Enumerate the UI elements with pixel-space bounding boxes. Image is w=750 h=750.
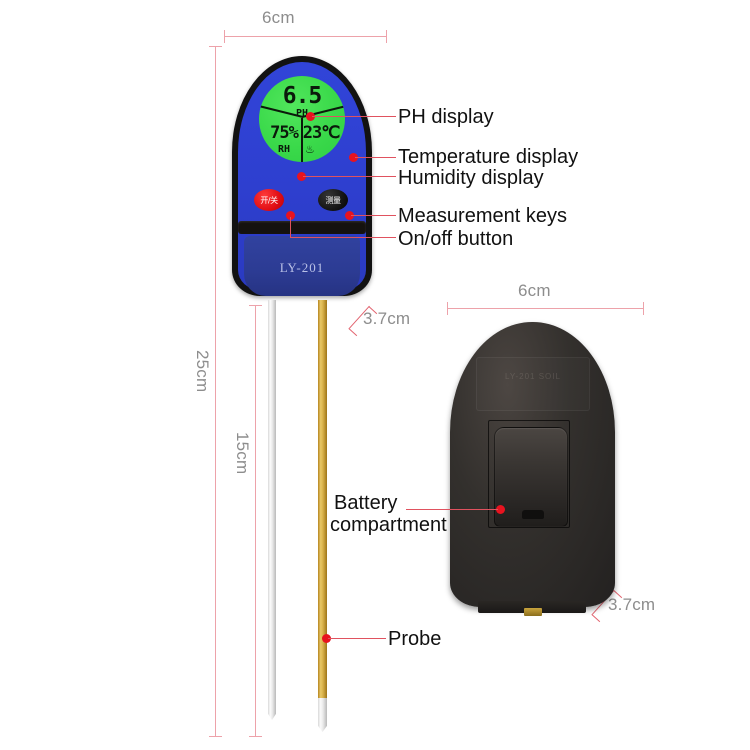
dimension-probe-length-label: 15cm	[233, 432, 252, 475]
dimension-cap	[591, 614, 601, 623]
temperature-value: 23℃	[302, 123, 341, 143]
battery-door-latch[interactable]	[521, 510, 544, 519]
callout-battery-line1: Battery	[334, 492, 398, 514]
callout-dot-battery	[496, 505, 505, 514]
dimension-cap	[209, 736, 222, 737]
power-button[interactable]: 开/关	[254, 189, 284, 211]
callout-dot-probe	[322, 634, 331, 643]
dimension-cap	[209, 46, 222, 47]
humidity-label: RH	[277, 144, 291, 155]
callout-leader-battery	[406, 509, 498, 511]
dimension-probe-length-line	[255, 305, 256, 736]
callout-leader-onoff-vertical	[290, 217, 292, 238]
dimension-back-width-label: 6cm	[518, 281, 551, 300]
probe-contact	[523, 608, 542, 616]
device-lower-face: LY-201	[244, 236, 360, 296]
probe-ferrule	[318, 698, 327, 718]
dimension-cap	[447, 302, 448, 315]
ph-value: 6.5	[282, 83, 323, 109]
dimension-front-width-line	[224, 36, 386, 37]
device-base	[478, 601, 586, 613]
lcd-divider-vertical	[301, 118, 303, 162]
callout-measurement-keys: Measurement keys	[398, 205, 567, 227]
callout-dot-ph	[306, 112, 315, 121]
callout-leader-measurement-keys	[351, 215, 396, 217]
measure-button[interactable]: 测量	[318, 189, 348, 211]
probe-gold	[318, 300, 327, 732]
callout-leader-probe	[328, 638, 386, 640]
dimension-back-depth-label: 3.7cm	[608, 595, 656, 614]
dimension-cap	[249, 305, 262, 306]
thermometer-icon: ♨	[305, 143, 315, 156]
callout-leader-ph	[312, 116, 396, 118]
ph-label: PH	[295, 108, 309, 119]
callout-humidity-display: Humidity display	[398, 167, 544, 189]
emboss-text: LY-201 SOIL	[505, 372, 561, 381]
callout-onoff-button: On/off button	[398, 228, 514, 250]
power-button-label: 开/关	[260, 195, 278, 205]
callout-dot-onoff	[286, 211, 295, 220]
probe-tip	[268, 704, 276, 720]
dimension-cap	[643, 302, 644, 315]
callout-dot-temperature	[349, 153, 358, 162]
probe-shaft	[268, 300, 276, 704]
lcd-display: 6.5 PH 75% RH 23℃ ♨	[259, 76, 345, 162]
callout-dot-measurement-keys	[345, 211, 354, 220]
battery-door-outline	[488, 420, 570, 528]
dimension-cap	[348, 328, 358, 337]
callout-ph-display: PH display	[398, 106, 494, 128]
dimension-front-width-label: 6cm	[262, 8, 295, 27]
callout-leader-onoff	[290, 237, 396, 239]
back-device-view: LY-201 SOIL	[450, 322, 615, 616]
callout-temperature-display: Temperature display	[398, 146, 579, 168]
callout-probe: Probe	[388, 628, 442, 650]
measure-button-label: 测量	[325, 195, 342, 205]
dimension-cap	[224, 30, 225, 43]
probe-shaft	[318, 300, 327, 698]
dimension-front-height-label: 25cm	[193, 350, 212, 393]
dimension-front-height-line	[215, 46, 216, 736]
humidity-value: 75%	[270, 123, 299, 143]
device-seam	[238, 221, 366, 234]
callout-battery-line2: compartment	[330, 514, 447, 536]
dimension-cap	[386, 30, 387, 43]
probe-silver	[268, 300, 276, 720]
callout-dot-humidity	[297, 172, 306, 181]
callout-leader-temperature	[355, 157, 396, 159]
dimension-back-width-line	[447, 308, 643, 309]
emboss-plate: LY-201 SOIL	[476, 357, 590, 411]
callout-leader-humidity	[303, 176, 396, 178]
dimension-cap	[249, 736, 262, 737]
dimension-front-depth-label: 3.7cm	[363, 309, 411, 328]
probe-tip	[318, 716, 327, 732]
model-number: LY-201	[279, 260, 325, 275]
